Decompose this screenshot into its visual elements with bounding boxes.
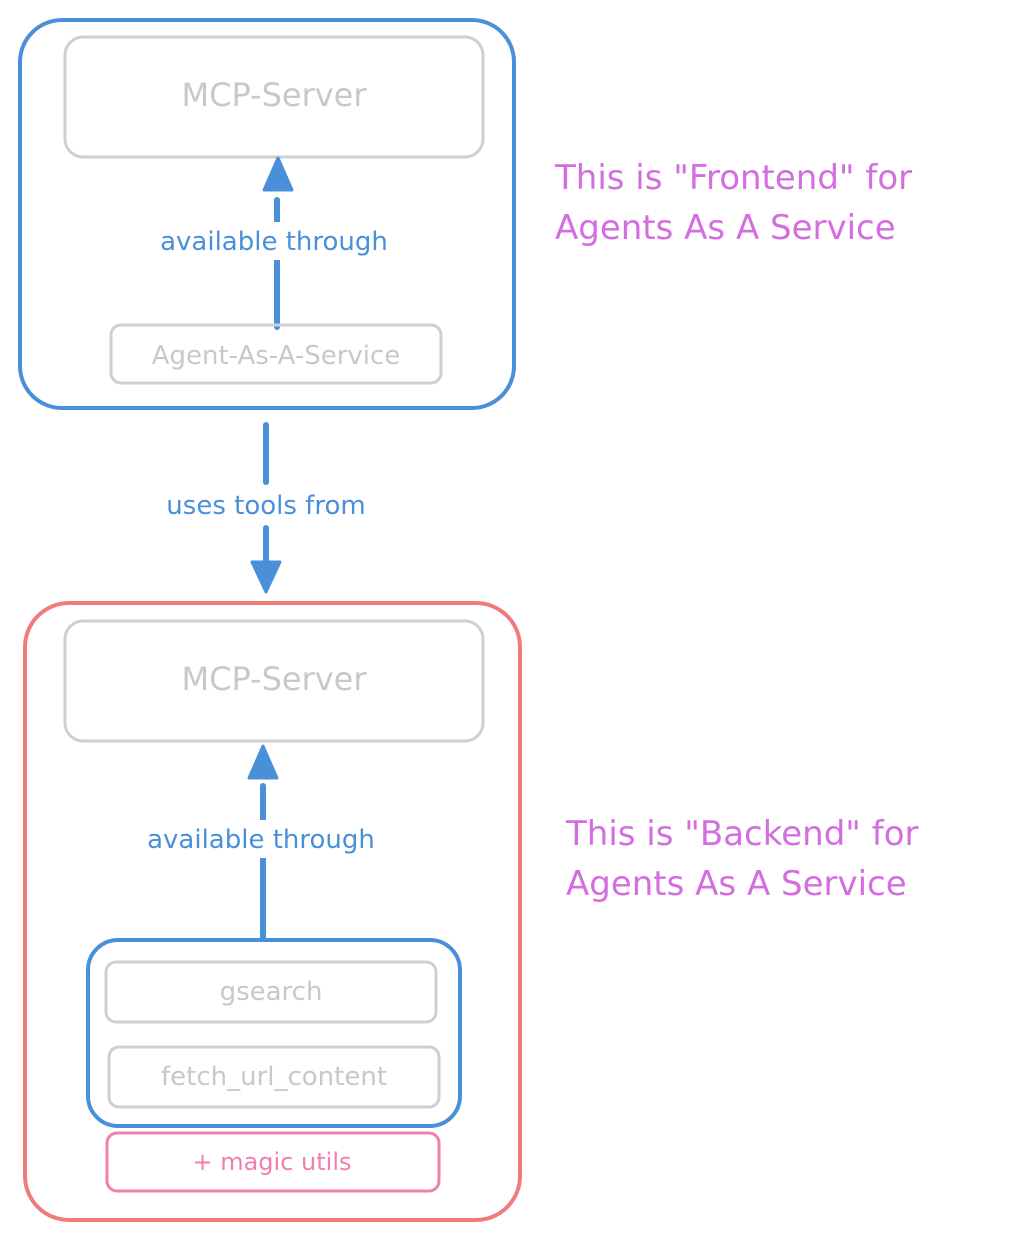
frontend-note-line1: This is "Frontend" for xyxy=(554,158,912,198)
backend-edge-label-bg xyxy=(126,820,398,858)
connector-arrow-head xyxy=(250,560,282,594)
frontend-container xyxy=(18,18,516,410)
tool-fetch-url-content-label: fetch_url_content xyxy=(161,1062,387,1092)
frontend-edge-label-bg xyxy=(138,222,410,260)
backend-mcp-server-box xyxy=(63,619,485,743)
magic-utils-label: + magic utils xyxy=(192,1148,351,1176)
tools-container xyxy=(86,938,462,1128)
connector-group: uses tools from xyxy=(166,422,366,594)
backend-note-line1: This is "Backend" for xyxy=(565,814,918,854)
tool-fetch-url-content-box xyxy=(107,1045,441,1109)
agent-as-a-service-label: Agent-As-A-Service xyxy=(152,341,401,371)
connector-label: uses tools from xyxy=(166,491,365,521)
frontend-mcp-server-box xyxy=(63,35,485,159)
frontend-mcp-server-label: MCP-Server xyxy=(181,76,367,114)
frontend-note-line2: Agents As A Service xyxy=(555,208,896,248)
frontend-arrow-head xyxy=(262,156,294,192)
frontend-edge-label: available through xyxy=(160,227,388,257)
backend-container xyxy=(23,601,522,1222)
backend-note-line2: Agents As A Service xyxy=(566,864,907,904)
backend-arrow-head xyxy=(247,744,279,780)
frontend-group: MCP-Server available through Agent-As-A-… xyxy=(18,18,516,410)
agent-as-a-service-box xyxy=(109,323,443,385)
magic-utils-box xyxy=(105,1131,441,1193)
tool-gsearch-box xyxy=(104,960,438,1024)
tool-gsearch-label: gsearch xyxy=(220,977,323,1007)
backend-mcp-server-label: MCP-Server xyxy=(181,660,367,698)
backend-group: MCP-Server available through gsearch fet… xyxy=(23,601,522,1222)
backend-edge-label: available through xyxy=(147,825,375,855)
